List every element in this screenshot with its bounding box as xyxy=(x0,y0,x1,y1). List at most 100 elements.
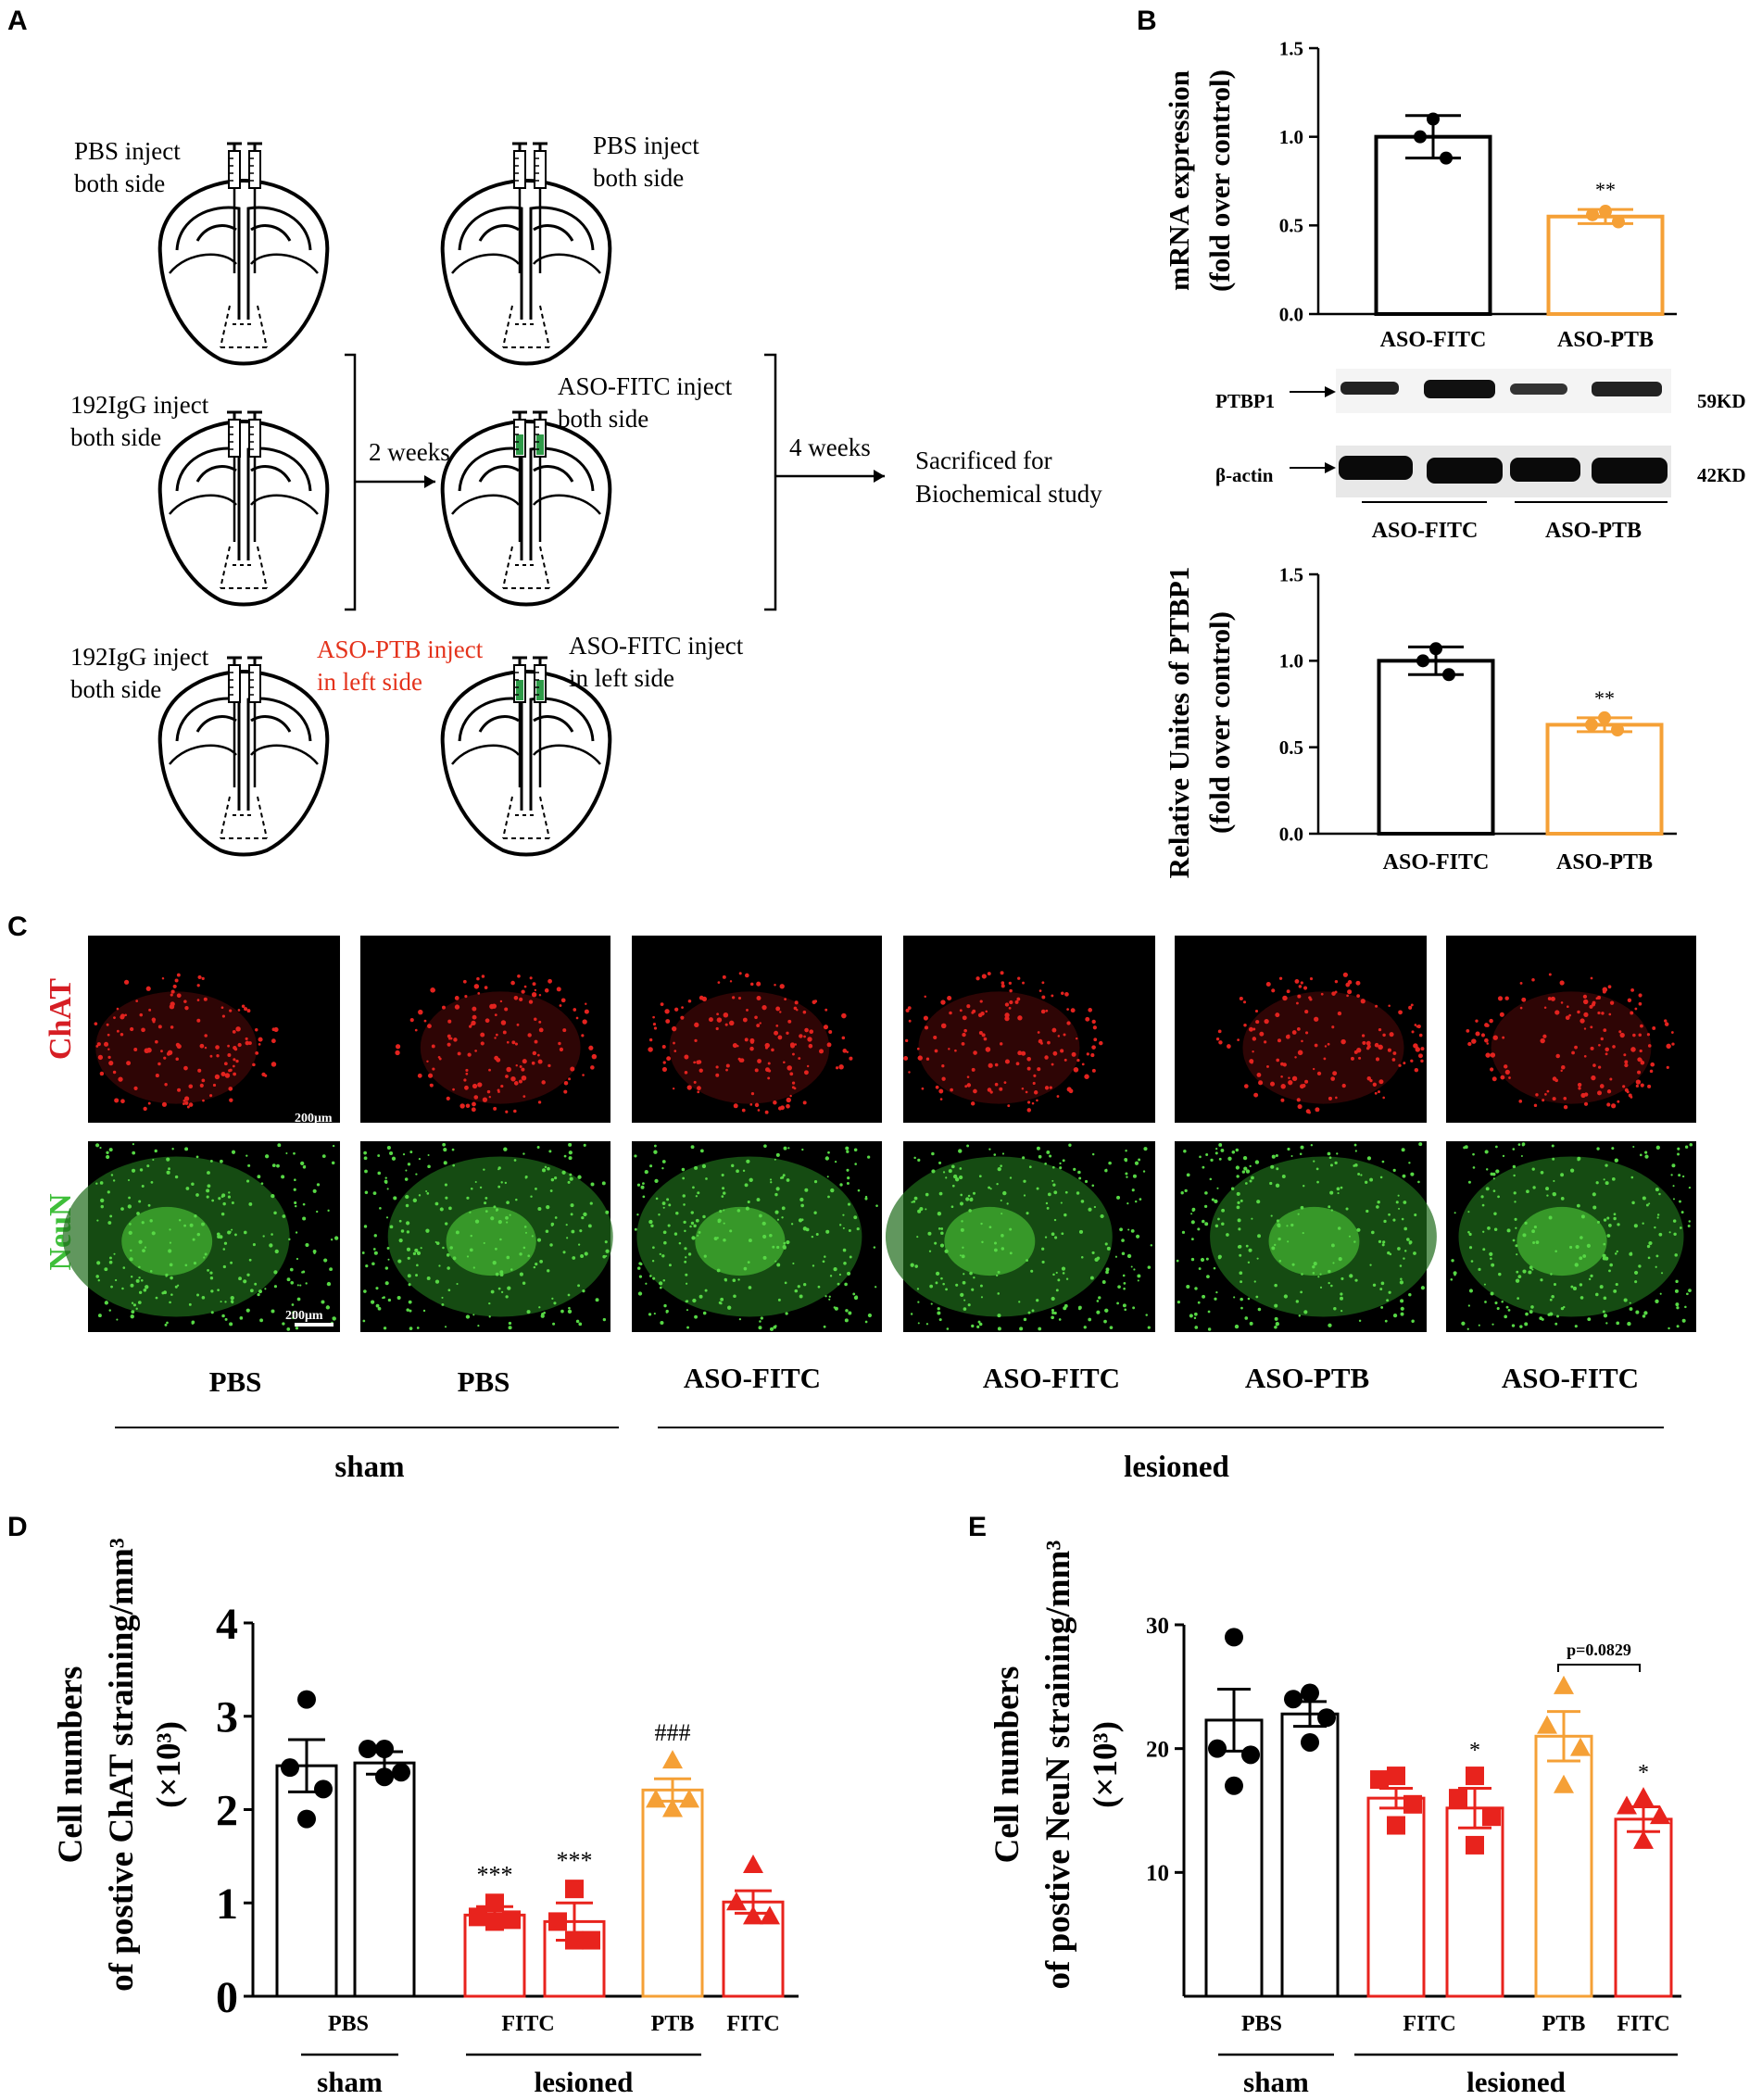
chat-micrograph xyxy=(632,936,882,1123)
schematic-panel: PBS inject both side PBS inject both sid… xyxy=(70,132,1102,857)
data-point xyxy=(392,1763,410,1782)
micrograph-col-5: ASO-PTB xyxy=(1245,1362,1369,1394)
band xyxy=(1427,458,1503,484)
panel-label-c: C xyxy=(7,912,28,942)
scale-bar-label-neun: 200μm xyxy=(285,1309,323,1323)
data-point xyxy=(679,1789,699,1808)
data-point xyxy=(1301,1683,1319,1703)
syringe-icon xyxy=(512,410,527,542)
syringe-icon xyxy=(512,656,527,787)
bar xyxy=(353,1761,416,1998)
data-point xyxy=(1598,710,1611,724)
blot-row-label-actin: β-actin xyxy=(1215,464,1274,486)
blot-size-59kd: 59KD xyxy=(1697,390,1746,412)
data-point xyxy=(726,1892,747,1911)
data-point xyxy=(1414,130,1427,144)
syringe-icon xyxy=(247,656,262,787)
significance-mark: ** xyxy=(1595,178,1616,201)
data-point xyxy=(743,1905,763,1925)
band xyxy=(1510,384,1567,395)
scale-bar-label-chat: 200μm xyxy=(295,1112,333,1125)
bar xyxy=(641,1788,704,1998)
data-point xyxy=(1416,654,1429,668)
y-tick-label: 1.5 xyxy=(1279,563,1303,585)
data-point xyxy=(281,1758,299,1778)
label-r2-right-1: ASO-FITC inject xyxy=(558,372,733,400)
micrograph-grid xyxy=(62,936,1696,1332)
group-label-sham: sham xyxy=(334,1451,404,1484)
data-point xyxy=(375,1740,394,1759)
syringe-icon xyxy=(227,410,242,542)
label-r3-left-1: 192IgG inject xyxy=(70,643,209,671)
data-point xyxy=(1301,1732,1319,1752)
group-label: sham xyxy=(1243,2066,1309,2098)
category-label: PTB xyxy=(651,2012,695,2036)
data-point xyxy=(1370,1770,1389,1790)
bar xyxy=(1546,214,1665,316)
y-tick-label: 4 xyxy=(216,1600,238,1649)
micrograph-col-6: ASO-FITC xyxy=(1502,1362,1639,1394)
syringe-icon xyxy=(533,142,547,273)
y-tick-label: 1.5 xyxy=(1279,37,1303,59)
bar xyxy=(1377,659,1495,836)
brain-row-1 xyxy=(157,179,612,366)
row-label-chat: ChAT xyxy=(44,978,78,1060)
y-tick-label: 10 xyxy=(1146,1861,1169,1886)
syringe-icon xyxy=(247,142,262,273)
western-blot: PTBP1 β-actin 59KD 42KD ASO-FITC ASO-PTB xyxy=(1215,369,1746,543)
y-axis-label: of postive NeuN straining/mm³ xyxy=(1039,1540,1077,1990)
category-label: FITC xyxy=(1403,2012,1455,2036)
data-point xyxy=(485,1912,504,1931)
group-label: lesioned xyxy=(1466,2066,1566,2098)
step-label-2-weeks: 2 weeks xyxy=(369,438,450,466)
y-tick-label: 0.0 xyxy=(1279,303,1303,325)
y-tick-label: 3 xyxy=(216,1693,238,1742)
blot-size-42kd: 42KD xyxy=(1697,464,1746,486)
group-label: sham xyxy=(317,2066,383,2098)
panel-label-a: A xyxy=(7,6,28,36)
data-point xyxy=(1429,642,1442,656)
category-label: PBS xyxy=(1241,2012,1282,2036)
chat-micrograph xyxy=(88,936,340,1123)
data-point xyxy=(1403,1794,1422,1814)
micrograph-col-3: ASO-FITC xyxy=(684,1362,821,1394)
neun-micrograph xyxy=(1446,1141,1696,1332)
y-tick-label: 20 xyxy=(1146,1737,1169,1762)
label-r3-mid-2: in left side xyxy=(317,668,422,696)
data-point xyxy=(646,1789,666,1808)
data-point xyxy=(1554,1675,1574,1694)
data-point xyxy=(1650,1805,1670,1825)
category-label: ASO-PTB xyxy=(1556,850,1653,874)
y-tick-label: 1.0 xyxy=(1279,126,1303,148)
category-label: PTB xyxy=(1542,2012,1586,2036)
data-point xyxy=(1241,1745,1260,1765)
data-point xyxy=(662,1798,683,1817)
label-r3-mid-1: ASO-PTB inject xyxy=(317,635,484,663)
data-point xyxy=(1537,1715,1557,1734)
category-label: ASO-FITC xyxy=(1383,850,1490,874)
neun-micrograph xyxy=(885,1141,1155,1332)
label-r2-right-2: both side xyxy=(558,405,648,433)
category-label: ASO-FITC xyxy=(1380,328,1487,352)
label-r1-left-1: PBS inject xyxy=(74,137,181,165)
data-point xyxy=(1612,215,1625,229)
data-point xyxy=(1317,1708,1336,1728)
y-tick-label: 0.0 xyxy=(1279,823,1303,845)
y-tick-label: 2 xyxy=(216,1786,238,1835)
significance-mark: * xyxy=(1638,1761,1649,1785)
data-point xyxy=(359,1740,377,1759)
data-point xyxy=(469,1907,487,1927)
data-point xyxy=(662,1750,683,1769)
y-tick-label: 1 xyxy=(216,1880,238,1929)
micrograph-col-1: PBS xyxy=(209,1365,262,1398)
data-point xyxy=(565,1880,584,1899)
data-point xyxy=(1611,723,1624,736)
label-r3-right-1: ASO-FITC inject xyxy=(569,632,744,660)
data-point xyxy=(1466,1835,1484,1855)
data-point xyxy=(1208,1739,1227,1758)
label-r3-left-2: both side xyxy=(70,675,161,703)
label-r2-left-2: both side xyxy=(70,423,161,451)
